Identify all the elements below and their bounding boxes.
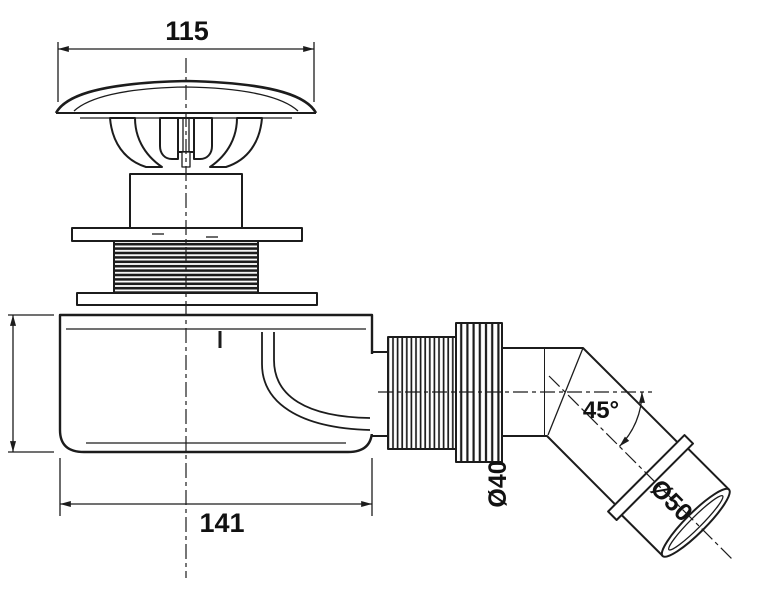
angle-arc — [618, 391, 646, 447]
end-tube-mask — [621, 448, 729, 556]
internal-funnel-outer — [261, 332, 371, 431]
centerlines — [185, 58, 734, 578]
dimension-body-width — [59, 458, 373, 516]
label-outlet-diameter: Ø40 — [484, 460, 512, 507]
upper-flange — [71, 227, 303, 242]
elbow-bottom-edge — [545, 435, 616, 506]
elbow-miter-line — [547, 347, 584, 436]
neck-mask — [370, 354, 389, 434]
end-tube-bottom-edge — [620, 514, 664, 557]
dimension-top-width — [57, 42, 315, 102]
cap-leg-inner-left — [159, 117, 179, 160]
lower-flange — [76, 292, 318, 306]
dimension-body-height — [8, 314, 54, 453]
label-outlet-angle: 45° — [583, 397, 619, 424]
outlet-assembly — [370, 322, 731, 558]
dimension-label-top-width: 115 — [165, 16, 209, 46]
end-tube-top-edge — [687, 447, 730, 491]
lower-flange-plate — [76, 292, 318, 306]
cap-leg-inner-right — [193, 117, 213, 160]
angle-annotation: 45° — [583, 391, 646, 447]
trap-body — [58, 313, 374, 454]
elbow-mask — [545, 348, 678, 505]
cap-leg-left — [109, 117, 163, 168]
cap-leg-right — [209, 117, 263, 168]
dimension-label-body-width: 141 — [199, 508, 244, 538]
angled-centerline — [548, 375, 734, 561]
body-outline — [58, 313, 374, 454]
outlet-threads — [387, 336, 457, 450]
upper-flange-plate — [71, 227, 303, 242]
internal-funnel-inner — [273, 332, 371, 419]
